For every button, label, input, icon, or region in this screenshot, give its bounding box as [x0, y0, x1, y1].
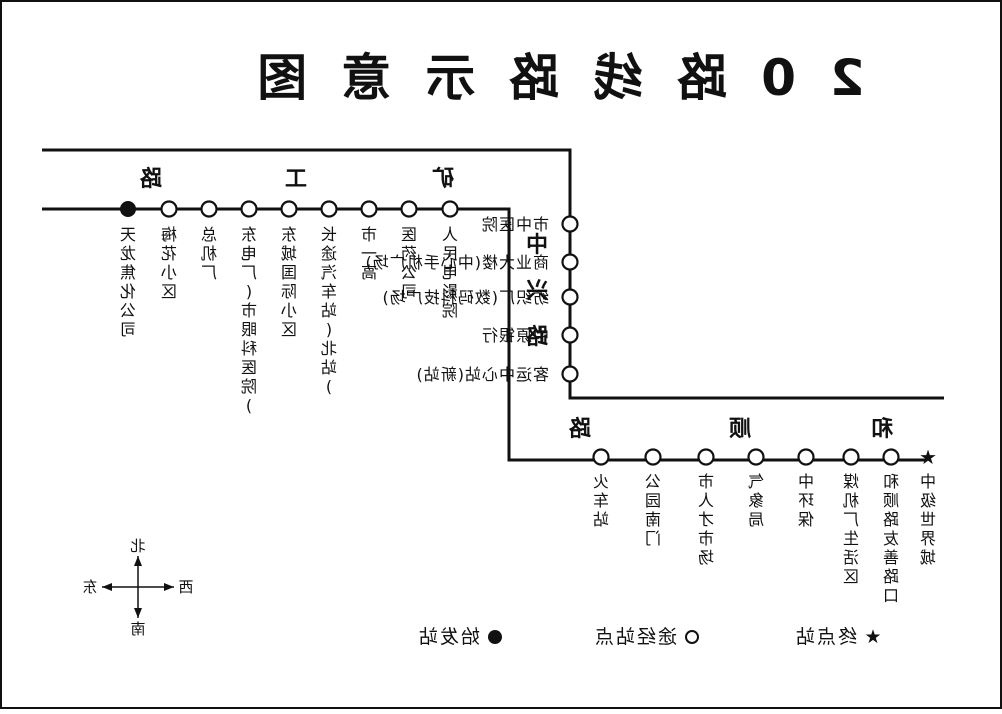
top-road-char-1: 矿 — [432, 166, 454, 192]
station-marker — [561, 253, 579, 271]
station-name: 气象局 — [748, 472, 764, 529]
station-name: 商业大楼(中心手机广场) — [365, 253, 550, 272]
station-name: 市一高 — [361, 225, 377, 282]
top-road-char-2: 工 — [285, 167, 307, 192]
station-marker — [561, 288, 579, 306]
bottom-road-char-3: 路 — [568, 416, 591, 442]
right-road-char-1: 中 — [526, 233, 548, 258]
legend: ★ 终点站 途经站点 始发站 — [417, 626, 882, 648]
station-name: 医药公司 — [401, 225, 417, 301]
compass-west-label: 西 — [178, 578, 193, 596]
station-name: 中级世界城 — [920, 472, 936, 567]
compass: 北 南 东 西 — [82, 537, 193, 638]
station-name: 市人才市场 — [698, 472, 714, 567]
station-name: 火车站 — [593, 472, 609, 529]
station-name: 纺织厂(数码科技广场) — [382, 288, 550, 307]
station-name: 公园南门 — [645, 472, 661, 548]
station-marker — [561, 365, 579, 383]
station-name: 客运中心站(新站) — [416, 365, 550, 384]
station-name: 长途汽车站(北站) — [321, 225, 337, 396]
station-marker — [360, 200, 378, 218]
map-title: 20路线路示意图 — [223, 49, 865, 107]
compass-west-arrow — [164, 583, 174, 591]
legend-end-symbol: ★ — [864, 626, 881, 648]
station-name: 总机厂 — [201, 225, 217, 282]
legend-start-symbol — [488, 630, 502, 644]
station-name: 中原银行 — [481, 326, 549, 345]
compass-east-arrow — [102, 583, 112, 591]
right-road-char-3: 路 — [525, 324, 548, 350]
station-marker — [240, 200, 258, 218]
station-marker — [592, 448, 610, 466]
station-name: 梅花小区 — [161, 225, 177, 301]
end-station-marker: ★ — [919, 445, 937, 469]
compass-north-arrow — [134, 556, 142, 566]
station-name: 东城国际小区 — [281, 225, 297, 339]
compass-south-arrow — [134, 608, 142, 618]
route-line — [42, 207, 927, 462]
bottom-road-char-1: 和 — [871, 417, 893, 442]
station-name: 煤机厂生活区 — [843, 472, 859, 586]
top-road-char-3: 路 — [139, 166, 162, 192]
station-marker — [400, 200, 418, 218]
compass-east-label: 东 — [82, 578, 97, 596]
right-road-char-2: 兴 — [526, 279, 548, 304]
station-marker — [882, 448, 900, 466]
legend-end-label: 终点站 — [794, 626, 857, 648]
station-marker — [644, 448, 662, 466]
station-marker — [441, 200, 459, 218]
legend-through-label: 途经站点 — [593, 626, 677, 648]
compass-south-label: 南 — [130, 620, 145, 638]
legend-through-symbol — [685, 630, 699, 644]
compass-north-label: 北 — [130, 537, 145, 555]
top-boundary-line — [42, 148, 944, 400]
station-name: 东电厂(市眼科医院) — [241, 225, 257, 415]
station-marker — [320, 200, 338, 218]
station-marker — [160, 200, 178, 218]
station-marker — [842, 448, 860, 466]
station-name: 天龙焦化公司 — [120, 225, 136, 339]
road-labels: 矿 工 路 中 兴 路 和 顺 路 — [139, 166, 893, 442]
station-name: 市中医院 — [481, 215, 549, 234]
station-name: 和顺路友善路口 — [883, 472, 899, 605]
station-marker — [561, 215, 579, 233]
station-marker — [697, 448, 715, 466]
station-marker — [561, 326, 579, 344]
stations: 人民电影院 医药公司 市一高 长途汽车站(北站) 东城国际小区 东电厂(市眼科医院) 总机厂… — [120, 200, 937, 605]
station-name: 人民电影院 — [442, 225, 458, 320]
station-marker — [797, 448, 815, 466]
legend-start-label: 始发站 — [417, 626, 480, 648]
start-station-marker — [120, 201, 136, 217]
station-marker — [747, 448, 765, 466]
station-name: 中环保 — [798, 472, 814, 529]
bottom-road-char-2: 顺 — [729, 417, 751, 442]
mirrored-content: 20路线路示意图 矿 工 路 中 兴 路 和 顺 路 人民电影院 医药公司 市一高 长… — [42, 49, 944, 648]
station-marker — [200, 200, 218, 218]
station-marker — [280, 200, 298, 218]
